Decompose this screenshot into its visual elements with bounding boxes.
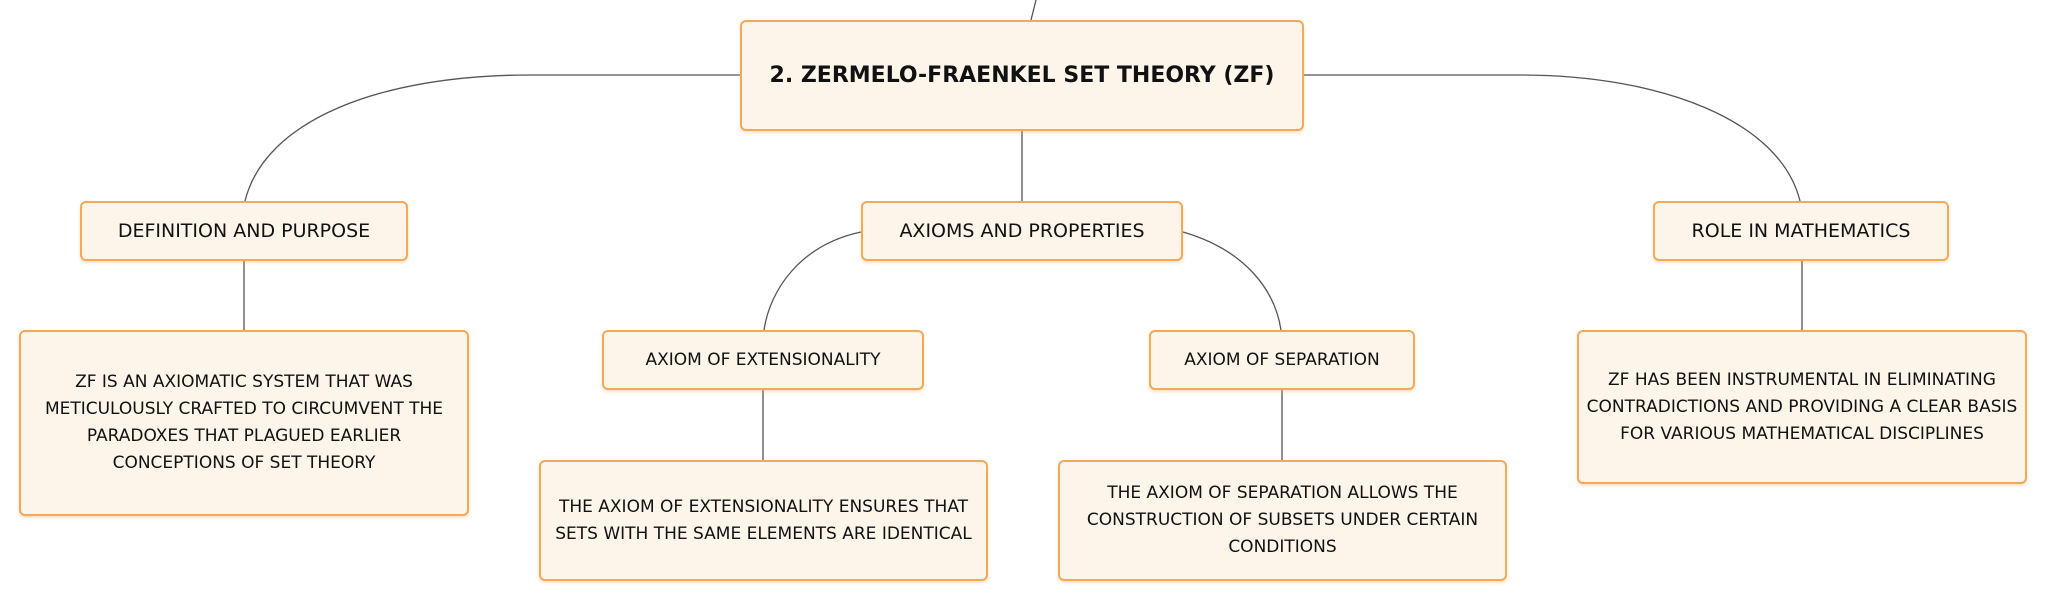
- role-label: ROLE IN MATHEMATICS: [1691, 220, 1911, 242]
- extensionality-detail-node[interactable]: THE AXIOM OF EXTENSIONALITY ENSURES THAT…: [539, 460, 988, 581]
- separation-detail-node[interactable]: THE AXIOM OF SEPARATION ALLOWS THE CONST…: [1058, 460, 1507, 581]
- root-node[interactable]: 2. ZERMELO-FRAENKEL SET THEORY (ZF): [740, 20, 1304, 131]
- extensionality-detail-text: THE AXIOM OF EXTENSIONALITY ENSURES THAT…: [555, 496, 972, 544]
- axioms-node[interactable]: AXIOMS AND PROPERTIES: [861, 201, 1183, 261]
- axioms-label: AXIOMS AND PROPERTIES: [899, 220, 1145, 242]
- definition-node[interactable]: DEFINITION AND PURPOSE: [80, 201, 408, 261]
- role-detail-node[interactable]: ZF HAS BEEN INSTRUMENTAL IN ELIMINATING …: [1577, 330, 2027, 484]
- connector-root-definition: [244, 74, 740, 202]
- connector-root-role: [1304, 74, 1801, 202]
- root-label: 2. ZERMELO-FRAENKEL SET THEORY (ZF): [769, 63, 1275, 88]
- extensionality-label: AXIOM OF EXTENSIONALITY: [645, 350, 881, 370]
- connector-from-parent: [1030, 0, 1037, 21]
- connector-axioms-separation: [1182, 231, 1282, 331]
- separation-detail-text: THE AXIOM OF SEPARATION ALLOWS THE CONST…: [1086, 483, 1479, 557]
- connector-axioms-extensionality: [763, 231, 862, 331]
- extensionality-node[interactable]: AXIOM OF EXTENSIONALITY: [602, 330, 924, 390]
- definition-detail-node[interactable]: ZF IS AN AXIOMATIC SYSTEM THAT WAS METIC…: [19, 330, 469, 516]
- definition-label: DEFINITION AND PURPOSE: [117, 220, 371, 242]
- separation-node[interactable]: AXIOM OF SEPARATION: [1149, 330, 1415, 390]
- role-node[interactable]: ROLE IN MATHEMATICS: [1653, 201, 1949, 261]
- role-detail-text: ZF HAS BEEN INSTRUMENTAL IN ELIMINATING …: [1586, 369, 2018, 444]
- separation-label: AXIOM OF SEPARATION: [1184, 350, 1380, 370]
- definition-detail-text: ZF IS AN AXIOMATIC SYSTEM THAT WAS METIC…: [44, 372, 444, 473]
